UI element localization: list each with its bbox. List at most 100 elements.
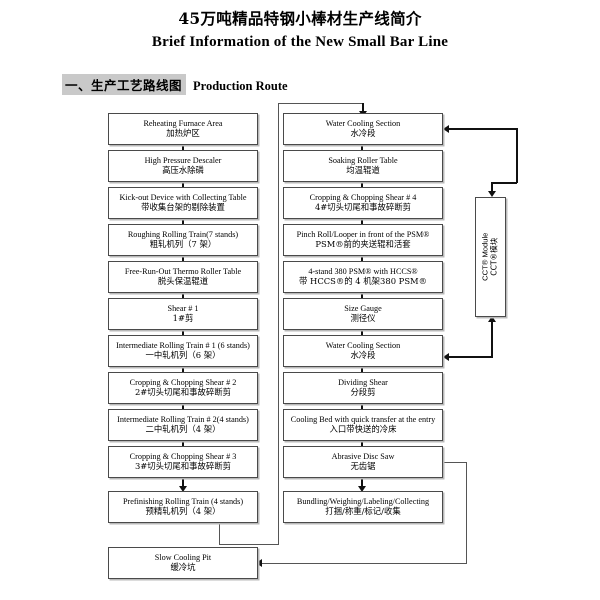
box-label-cn: 带收集台架的剔除装置 [141, 202, 225, 213]
process-box-intermediate-rolling-train-1[interactable]: Intermediate Rolling Train # 1 (6 stands… [108, 335, 258, 367]
box-label-en: Cropping & Chopping Shear # 4 [309, 192, 417, 202]
box-label-cn: 粗轧机列（7 架） [149, 239, 217, 250]
box-label-cn: 水冷段 [350, 350, 376, 361]
box-label-en: Roughing Rolling Train(7 stands) [127, 229, 239, 239]
title-english: Brief Information of the New Small Bar L… [151, 34, 449, 51]
box-label-cn: 均温辊道 [346, 165, 380, 176]
box-label-en: Water Cooling Section [325, 118, 401, 128]
connector-cct-return-h [446, 128, 518, 130]
box-label-cn: 分段剪 [350, 387, 376, 398]
process-box-dividing-shear[interactable]: Dividing Shear 分段剪 [283, 372, 443, 404]
box-label-en: Reheating Furnace Area [143, 118, 223, 128]
arrow-cct-up [488, 316, 496, 322]
box-label-en: Cropping & Chopping Shear # 2 [129, 377, 237, 387]
process-box-water-cooling-section-2[interactable]: Water Cooling Section 水冷段 [283, 335, 443, 367]
process-box-cropping-chopping-shear-4[interactable]: Cropping & Chopping Shear # 4 4#切头切尾和事故碎… [283, 187, 443, 219]
process-box-prefinishing-rolling-train[interactable]: Prefinishing Rolling Train (4 stands) 预精… [108, 491, 258, 523]
connector-final-bridge [442, 462, 467, 463]
connector-cct-return-v [516, 129, 518, 183]
page-title: 45万吨精品特钢小棒材生产线简介 Brief Information of th… [0, 8, 600, 54]
box-label-en: Shear # 1 [167, 303, 199, 313]
connector-loop-top [278, 103, 363, 104]
box-label-cn: 无齿锯 [350, 461, 376, 472]
process-box-cropping-chopping-shear-3[interactable]: Cropping & Chopping Shear # 3 3#切头切尾和事故碎… [108, 446, 258, 478]
box-label-en: High Pressure Descaler [144, 155, 222, 165]
process-box-cropping-chopping-shear-2[interactable]: Cropping & Chopping Shear # 2 2#切头切尾和事故碎… [108, 372, 258, 404]
box-label-cn: 3#切头切尾和事故碎断剪 [134, 461, 232, 472]
box-label-cn: 二中轧机列（4 架） [145, 424, 221, 435]
box-label-en: Soaking Roller Table [328, 155, 398, 165]
arrow-final [256, 559, 262, 567]
connector-cct-out-v [491, 183, 493, 195]
process-box-4-stand-380-psm[interactable]: 4-stand 380 PSM® with HCCS® 带 HCCS®的 4 机… [283, 261, 443, 293]
box-label-cn: 带 HCCS®的 4 机架380 PSM® [298, 276, 428, 287]
box-label-en: Water Cooling Section [325, 340, 401, 350]
process-box-shear-1[interactable]: Shear # 1 1#剪 [108, 298, 258, 330]
process-box-abrasive-disc-saw[interactable]: Abrasive Disc Saw 无齿锯 [283, 446, 443, 478]
box-label-cn: PSM®前的夹送辊和活套 [315, 239, 411, 250]
process-box-high-pressure-descaler[interactable]: High Pressure Descaler 高压水除磷 [108, 150, 258, 182]
box-label-en: Intermediate Rolling Train # 2(4 stands) [117, 414, 249, 424]
connector-loop-up [278, 103, 279, 545]
process-box-free-run-out-thermo-roller-table[interactable]: Free-Run-Out Thermo Roller Table 脱头保温辊道 [108, 261, 258, 293]
connector-cct-in-v [491, 322, 493, 358]
process-box-slow-cooling-pit[interactable]: Slow Cooling Pit 缓冷坑 [108, 547, 258, 579]
process-box-size-gauge[interactable]: Size Gauge 测径仪 [283, 298, 443, 330]
process-box-bundling-weighing-labeling-collecting[interactable]: Bundling/Weighing/Labeling/Collecting 打捆… [283, 491, 443, 523]
connector-final-h [262, 563, 467, 564]
box-label-en: Size Gauge [344, 303, 382, 313]
connector-left-10 [182, 478, 184, 489]
box-label-en: Slow Cooling Pit [154, 552, 212, 562]
connector-cct-in-h [446, 356, 493, 358]
arrow-cct-down [488, 191, 496, 197]
arrow-left-10 [179, 486, 187, 492]
box-label-cn: 加热炉区 [166, 128, 200, 139]
box-label-en: Abrasive Disc Saw [331, 451, 395, 461]
box-label-en: Dividing Shear [338, 377, 388, 387]
process-box-water-cooling-section-1[interactable]: Water Cooling Section 水冷段 [283, 113, 443, 145]
connector-loop-down [219, 522, 220, 545]
box-label-en: Cooling Bed with quick transfer at the e… [290, 414, 436, 424]
box-label-cn: 脱头保温辊道 [157, 276, 209, 287]
box-label-en: Cropping & Chopping Shear # 3 [129, 451, 237, 461]
box-label-cn: 打捆/称重/标记/收集 [325, 506, 401, 517]
process-box-intermediate-rolling-train-2[interactable]: Intermediate Rolling Train # 2(4 stands)… [108, 409, 258, 441]
process-box-kick-out-device[interactable]: Kick-out Device with Collecting Table 带收… [108, 187, 258, 219]
title-chinese: 45万吨精品特钢小棒材生产线简介 [178, 9, 422, 28]
section-header-english: Production Route [193, 79, 288, 93]
arrow-right-10 [358, 486, 366, 492]
cct-module-label-cn: CCT®模块 [489, 237, 499, 277]
process-box-roughing-rolling-train[interactable]: Roughing Rolling Train(7 stands) 粗轧机列（7 … [108, 224, 258, 256]
connector-final-v [466, 462, 467, 563]
box-label-cn: 1#剪 [172, 313, 194, 324]
process-box-cooling-bed[interactable]: Cooling Bed with quick transfer at the e… [283, 409, 443, 441]
box-label-en: Intermediate Rolling Train # 1 (6 stands… [116, 340, 250, 350]
connector-cct-bridge [491, 182, 517, 184]
box-label-cn: 缓冷坑 [170, 562, 196, 573]
box-label-cn: 水冷段 [350, 128, 376, 139]
box-label-en: Pinch Roll/Looper in front of the PSM® [296, 229, 430, 239]
box-label-en: Bundling/Weighing/Labeling/Collecting [296, 496, 430, 506]
box-label-cn: 预精轧机列（4 架） [145, 506, 221, 517]
section-header: 一、生产工艺路线图 Production Route [62, 74, 288, 95]
process-box-soaking-roller-table[interactable]: Soaking Roller Table 均温辊道 [283, 150, 443, 182]
arrow-cct-in [443, 353, 449, 361]
process-box-cct-module[interactable]: CCT® Module CCT®模块 [475, 197, 506, 317]
box-label-en: Prefinishing Rolling Train (4 stands) [122, 496, 244, 506]
box-label-en: Kick-out Device with Collecting Table [119, 192, 247, 202]
box-label-en: 4-stand 380 PSM® with HCCS® [308, 266, 418, 276]
box-label-cn: 2#切头切尾和事故碎断剪 [134, 387, 232, 398]
section-header-chinese: 一、生产工艺路线图 [62, 74, 187, 95]
connector-right-10 [361, 478, 363, 489]
process-box-pinch-roll-looper[interactable]: Pinch Roll/Looper in front of the PSM® P… [283, 224, 443, 256]
connector-loop-entry [362, 103, 364, 113]
connector-loop-right [219, 544, 279, 545]
box-label-cn: 测径仪 [350, 313, 376, 324]
cct-module-inner: CCT® Module CCT®模块 [481, 233, 499, 281]
box-label-en: Free-Run-Out Thermo Roller Table [124, 266, 242, 276]
process-box-reheating-furnace[interactable]: Reheating Furnace Area 加热炉区 [108, 113, 258, 145]
box-label-cn: 高压水除磷 [162, 165, 204, 176]
box-label-cn: 4#切头切尾和事故碎断剪 [314, 202, 412, 213]
box-label-cn: 入口带快送的冷床 [329, 424, 397, 435]
